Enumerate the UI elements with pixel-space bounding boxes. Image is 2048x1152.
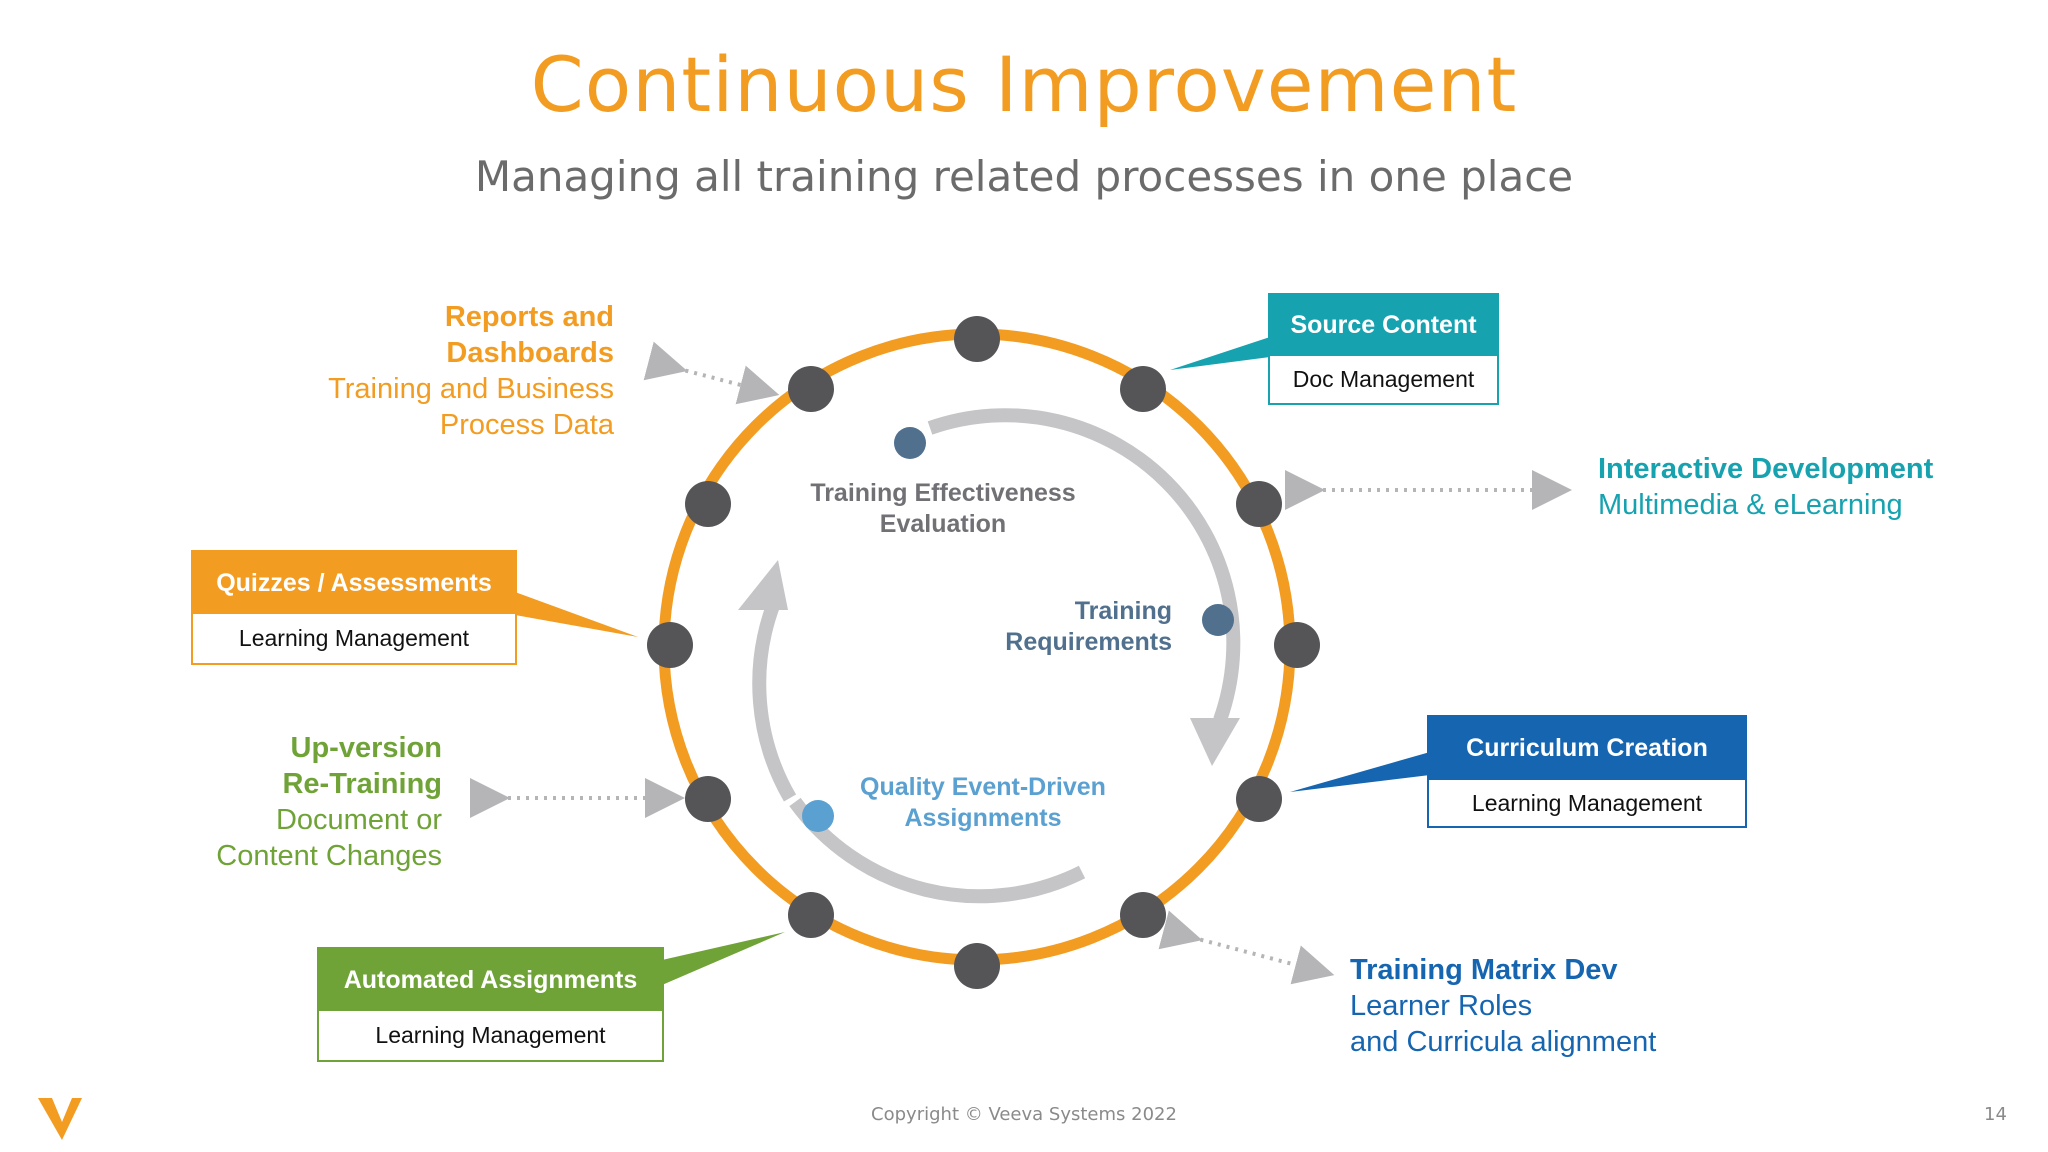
requirements-line: Training — [1074, 597, 1172, 625]
curriculum-header: Curriculum Creation — [1429, 717, 1745, 780]
reports-body-line: Process Data — [439, 409, 614, 441]
ring-node — [1236, 481, 1282, 527]
upversion-body-line: Document or — [275, 804, 442, 836]
quizzes-box: Quizzes / Assessments Learning Managemen… — [191, 550, 517, 665]
ring-node — [788, 892, 834, 938]
quality-dot — [802, 800, 834, 832]
matrix-title: Training Matrix Dev — [1350, 954, 1618, 986]
dotted-connectors — [470, 341, 1572, 985]
automated-body: Learning Management — [375, 1022, 606, 1048]
inner-arrow-left — [752, 600, 797, 802]
inner-arrow-bottom — [789, 797, 1086, 904]
source-content-header: Source Content — [1270, 295, 1497, 356]
inner-arrow-right — [927, 408, 1241, 723]
quality-line: Quality Event-Driven — [860, 773, 1106, 801]
effectiveness-line: Evaluation — [879, 510, 1007, 538]
curriculum-body: Learning Management — [1471, 790, 1703, 816]
requirements-line: Requirements — [1005, 628, 1172, 656]
slide-subtitle: Managing all training related processes … — [474, 152, 1574, 201]
matrix-label: Training Matrix Dev Learner Roles and Cu… — [1350, 952, 1656, 1060]
reports-connector — [643, 341, 780, 405]
curriculum-callout-pointer — [1290, 752, 1430, 792]
quizzes-body: Learning Management — [238, 625, 470, 651]
requirements-dot — [1202, 604, 1234, 636]
upversion-title-line: Re-Training — [282, 768, 442, 800]
page-number: 14 — [1984, 1104, 2007, 1125]
interactive-body: Multimedia & eLearning — [1598, 489, 1903, 521]
reports-label: Reports and Dashboards Training and Busi… — [328, 299, 614, 443]
interactive-title: Interactive Development — [1598, 453, 1934, 485]
ring-node — [954, 316, 1000, 362]
ring-node — [788, 366, 834, 412]
source-content-body: Doc Management — [1292, 366, 1475, 392]
ring-node — [1120, 366, 1166, 412]
effectiveness-line: Training Effectiveness — [810, 479, 1076, 507]
ring-node — [954, 943, 1000, 989]
slide-title: Continuous Improvement — [530, 40, 1518, 129]
upversion-body-line: Content Changes — [216, 840, 442, 872]
effectiveness-label: Training Effectiveness Evaluation — [803, 478, 1083, 540]
effectiveness-dot — [894, 427, 926, 459]
quizzes-callout-pointer — [515, 592, 638, 637]
automated-header: Automated Assignments — [319, 949, 662, 1011]
interactive-label: Interactive Development Multimedia & eLe… — [1598, 451, 1933, 523]
upversion-label: Up-version Re-Training Document or Conte… — [216, 730, 442, 874]
requirements-label: Training Requirements — [1005, 596, 1172, 658]
ring-node — [685, 481, 731, 527]
reports-title-line: Reports and — [444, 301, 614, 333]
reports-body-line: Training and Business — [328, 373, 614, 405]
quizzes-header: Quizzes / Assessments — [193, 552, 515, 614]
ring-node — [1236, 776, 1282, 822]
upversion-title-line: Up-version — [290, 732, 442, 764]
matrix-body-line: Learner Roles — [1350, 990, 1533, 1022]
quality-line: Assignments — [904, 804, 1062, 832]
source-content-box: Source Content Doc Management — [1268, 293, 1499, 405]
ring-node — [685, 776, 731, 822]
inner-arrowhead-right — [1190, 718, 1240, 766]
inner-cycle-arrows — [752, 408, 1241, 904]
source-callout-pointer — [1170, 337, 1270, 370]
matrix-body-line: and Curricula alignment — [1350, 1026, 1657, 1058]
quality-label: Quality Event-Driven Assignments — [843, 772, 1123, 834]
ring-node — [1274, 622, 1320, 668]
inner-arrowhead-left — [738, 560, 788, 610]
matrix-connector — [1158, 910, 1335, 985]
reports-title-line: Dashboards — [446, 337, 614, 369]
automated-box: Automated Assignments Learning Managemen… — [317, 947, 664, 1062]
ring-node — [647, 622, 693, 668]
automated-callout-pointer — [662, 932, 785, 985]
copyright-text: Copyright © Veeva Systems 2022 — [871, 1104, 1177, 1125]
curriculum-box: Curriculum Creation Learning Management — [1427, 715, 1747, 828]
ring-node — [1120, 892, 1166, 938]
veeva-logo-icon — [38, 1098, 82, 1140]
